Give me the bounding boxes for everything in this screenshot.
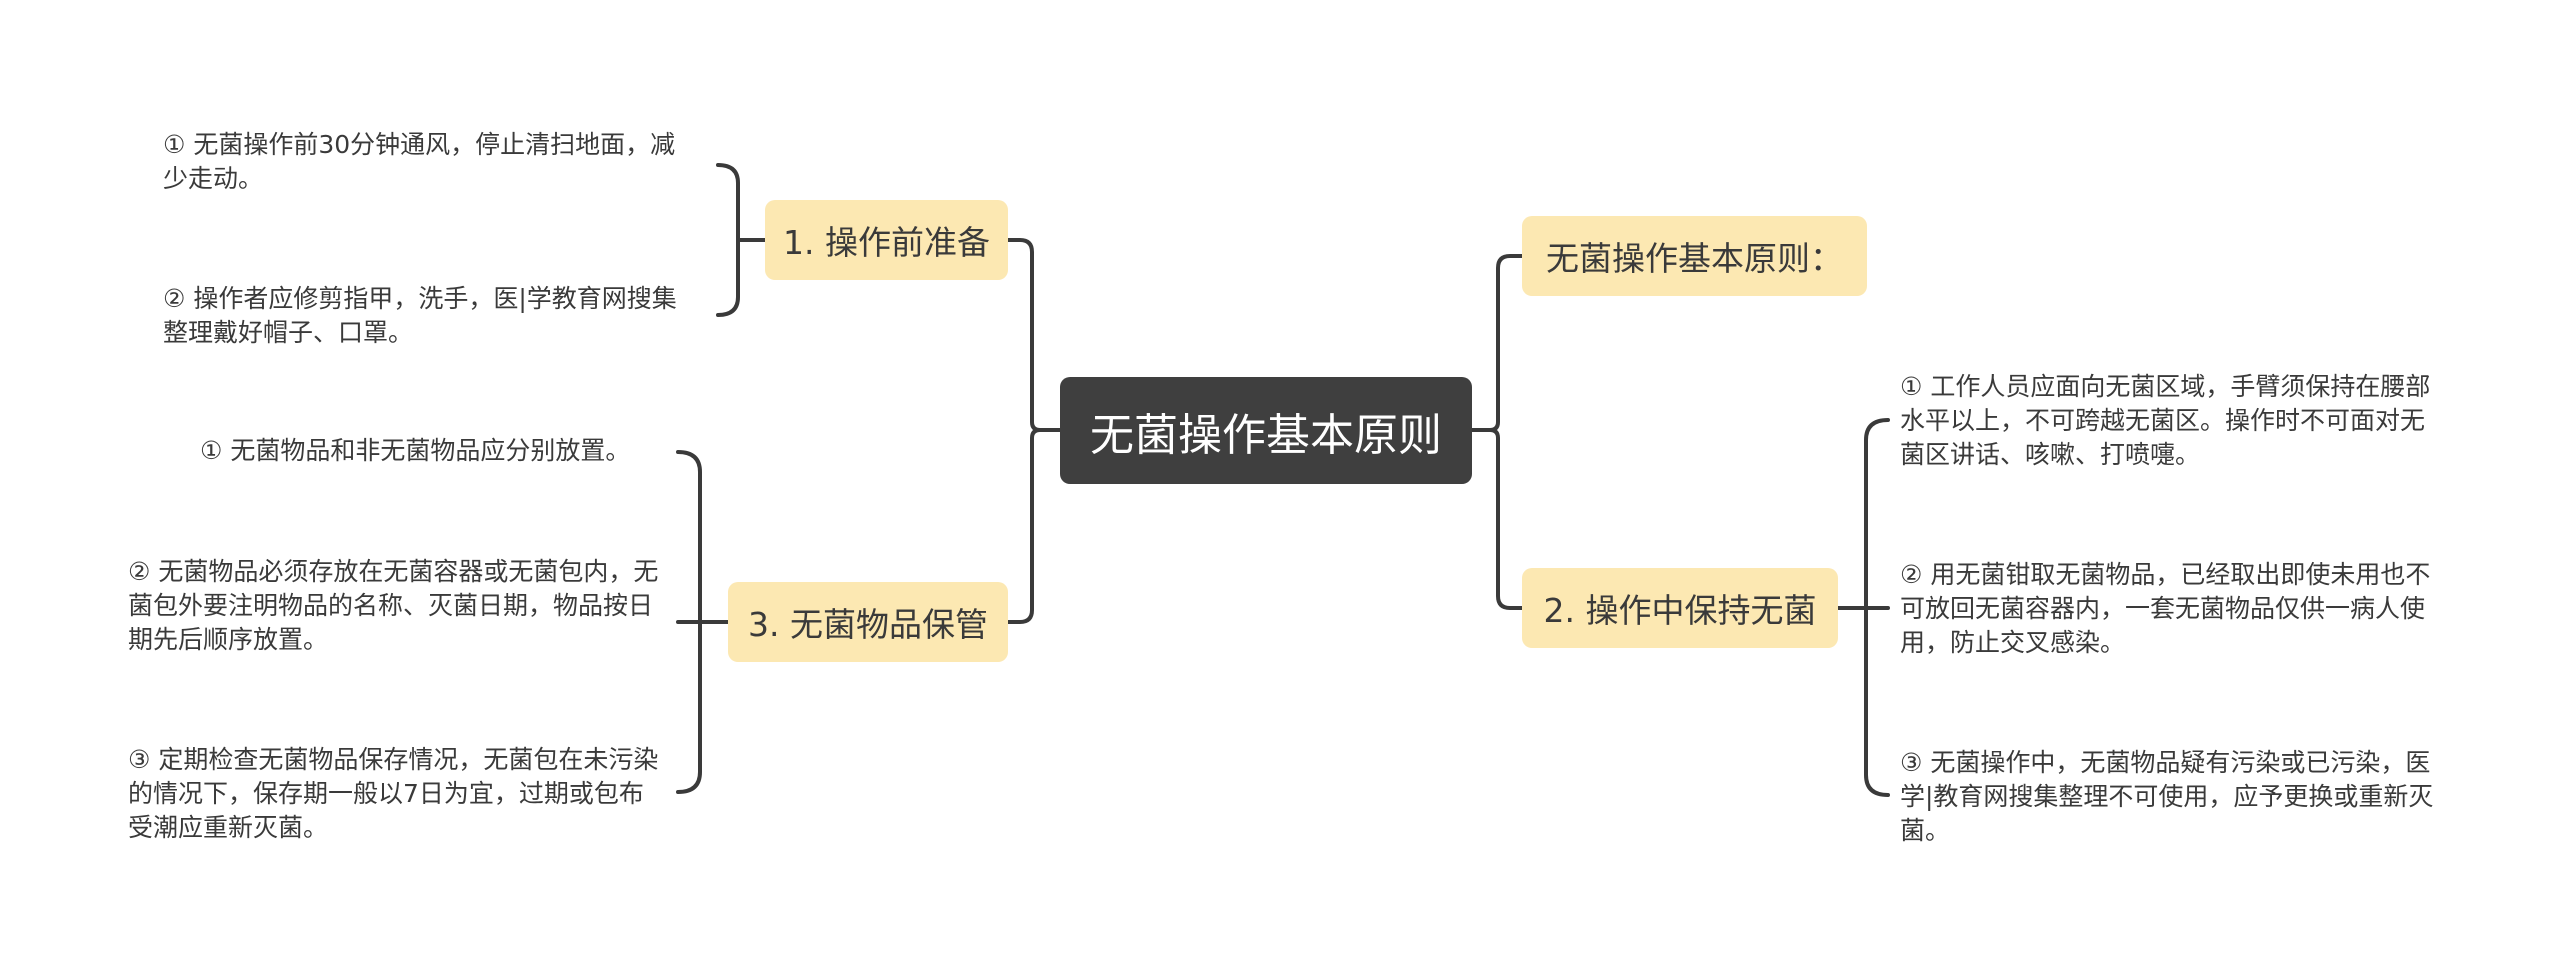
topic-storage[interactable]: 3. 无菌物品保管 <box>728 582 1008 662</box>
leaf-storage-1: ① 无菌物品和非无菌物品应分别放置。 <box>200 434 670 468</box>
topic-during[interactable]: 2. 操作中保持无菌 <box>1522 568 1838 648</box>
topic-storage-label: 3. 无菌物品保管 <box>748 605 988 644</box>
leaf-during-1-text: ① 工作人员应面向无菌区域，手臂须保持在腰部水平以上，不可跨越无菌区。操作时不可… <box>1900 372 2431 469</box>
link-storage-bracket <box>676 450 730 794</box>
leaf-during-3: ③ 无菌操作中，无菌物品疑有污染或已污染，医学|教育网搜集整理不可使用，应予更换… <box>1900 746 2445 848</box>
link-root-before <box>1006 238 1062 432</box>
topic-before[interactable]: 1. 操作前准备 <box>765 200 1008 280</box>
leaf-before-2-text: ② 操作者应修剪指甲，洗手，医|学教育网搜集整理戴好帽子、口罩。 <box>163 284 677 347</box>
root-label: 无菌操作基本原则 <box>1090 409 1442 461</box>
leaf-storage-1-text: ① 无菌物品和非无菌物品应分别放置。 <box>200 436 631 465</box>
link-root-during <box>1470 428 1524 610</box>
leaf-before-1-text: ① 无菌操作前30分钟通风，停止清扫地面，减少走动。 <box>163 130 676 193</box>
leaf-during-3-text: ③ 无菌操作中，无菌物品疑有污染或已污染，医学|教育网搜集整理不可使用，应予更换… <box>1900 748 2434 845</box>
leaf-storage-3: ③ 定期检查无菌物品保存情况，无菌包在未污染的情况下，保存期一般以7日为宜，过期… <box>128 743 668 845</box>
root-node[interactable]: 无菌操作基本原则 <box>1060 377 1472 484</box>
topic-principle-label: 无菌操作基本原则： <box>1546 239 1843 278</box>
leaf-during-2-text: ② 用无菌钳取无菌物品，已经取出即使未用也不可放回无菌容器内，一套无菌物品仅供一… <box>1900 560 2431 657</box>
leaf-during-1: ① 工作人员应面向无菌区域，手臂须保持在腰部水平以上，不可跨越无菌区。操作时不可… <box>1900 370 2445 472</box>
link-before-bracket <box>716 163 767 317</box>
link-during-bracket <box>1836 418 1890 797</box>
topic-principle[interactable]: 无菌操作基本原则： <box>1522 216 1867 296</box>
link-root-storage <box>1006 428 1062 624</box>
topic-before-label: 1. 操作前准备 <box>783 223 990 262</box>
leaf-before-1: ① 无菌操作前30分钟通风，停止清扫地面，减少走动。 <box>163 128 683 196</box>
leaf-before-2: ② 操作者应修剪指甲，洗手，医|学教育网搜集整理戴好帽子、口罩。 <box>163 282 693 350</box>
leaf-storage-2: ② 无菌物品必须存放在无菌容器或无菌包内，无菌包外要注明物品的名称、灭菌日期，物… <box>128 555 668 657</box>
link-root-principle <box>1470 254 1524 432</box>
leaf-storage-3-text: ③ 定期检查无菌物品保存情况，无菌包在未污染的情况下，保存期一般以7日为宜，过期… <box>128 745 659 842</box>
topic-during-label: 2. 操作中保持无菌 <box>1543 591 1817 630</box>
leaf-storage-2-text: ② 无菌物品必须存放在无菌容器或无菌包内，无菌包外要注明物品的名称、灭菌日期，物… <box>128 557 659 654</box>
leaf-during-2: ② 用无菌钳取无菌物品，已经取出即使未用也不可放回无菌容器内，一套无菌物品仅供一… <box>1900 558 2445 660</box>
